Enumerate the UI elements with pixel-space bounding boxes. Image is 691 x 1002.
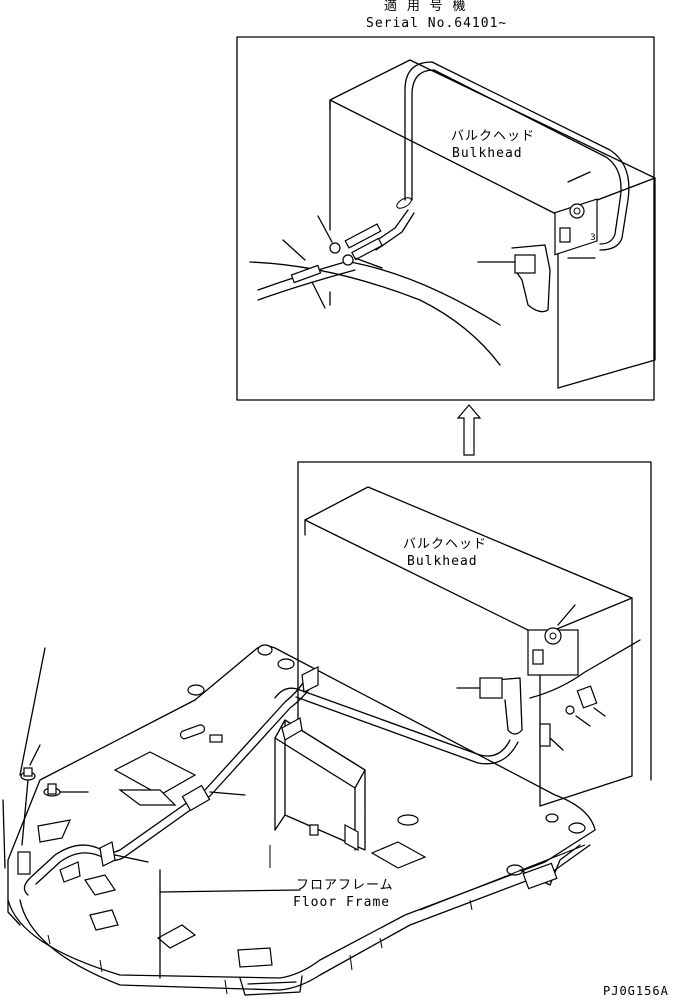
applicable-serial-number: Serial No.64101~	[366, 16, 508, 31]
bottom-hose	[274, 639, 641, 765]
bottom-bulkhead-label-en: Bulkhead	[407, 554, 478, 569]
floor-frame-label-en: Floor Frame	[293, 895, 391, 910]
bulkhead-frame	[297, 461, 652, 781]
top-bulkhead-label-en: Bulkhead	[452, 146, 523, 161]
top-fittings	[249, 215, 501, 366]
bottom-bulkhead-label-jp: バルクヘッド	[403, 537, 488, 552]
top-bulkhead-label-jp: バルクヘッド	[451, 129, 536, 144]
up-arrow	[456, 404, 482, 456]
box-bracket	[281, 666, 319, 741]
detail-frame	[236, 36, 655, 401]
figure-code: PJ0G156A	[603, 984, 669, 998]
top-bulkhead-box	[329, 59, 656, 389]
floor-frame-label-jp: フロアフレーム	[296, 878, 394, 893]
bottom-bulkhead-box	[304, 486, 633, 807]
left-grommets	[2, 647, 89, 869]
top-hose	[369, 61, 630, 251]
top-connector: 3	[477, 171, 598, 313]
floor-hose	[17, 671, 319, 896]
applicable-serial-heading-jp: 適 用 号 機	[384, 0, 467, 14]
equipment-box	[269, 719, 366, 868]
floor-frame	[7, 644, 596, 996]
svg-text:3: 3	[590, 233, 596, 243]
bottom-connector	[456, 604, 606, 751]
